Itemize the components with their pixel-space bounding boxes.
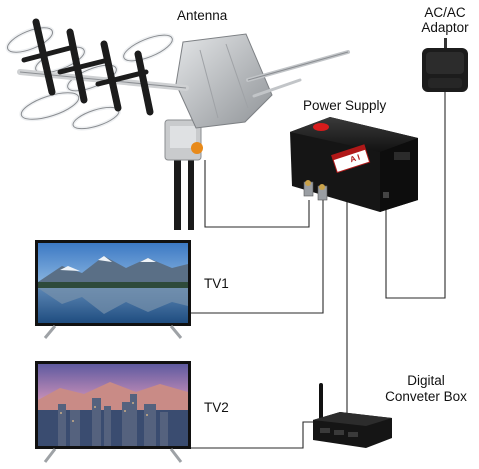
- wire-antenna-to-power-supply: [204, 160, 310, 228]
- tv1-label: TV1: [204, 276, 229, 291]
- antenna-label: Antenna: [177, 8, 228, 23]
- converter-label-line1: Digital: [407, 373, 445, 388]
- tv2-icon: [35, 361, 191, 463]
- wire-power-supply-to-tv1: [191, 200, 324, 314]
- power-supply-label: Power Supply: [303, 98, 387, 113]
- wires: [189, 90, 446, 449]
- adaptor-label-line1: AC/AC: [424, 5, 466, 20]
- tv1-icon: [35, 240, 191, 339]
- adaptor-label-line2: Adaptor: [421, 20, 469, 35]
- wire-adaptor-to-power-supply: [385, 90, 446, 299]
- wire-converter-to-tv2: [189, 421, 314, 449]
- antenna-icon: [5, 18, 350, 230]
- converter-label-line2: Conveter Box: [385, 389, 467, 404]
- power-supply-icon: [290, 117, 418, 212]
- converter-box-icon: [313, 383, 392, 448]
- tv2-label: TV2: [204, 400, 229, 415]
- ac-adaptor-icon: [422, 38, 468, 92]
